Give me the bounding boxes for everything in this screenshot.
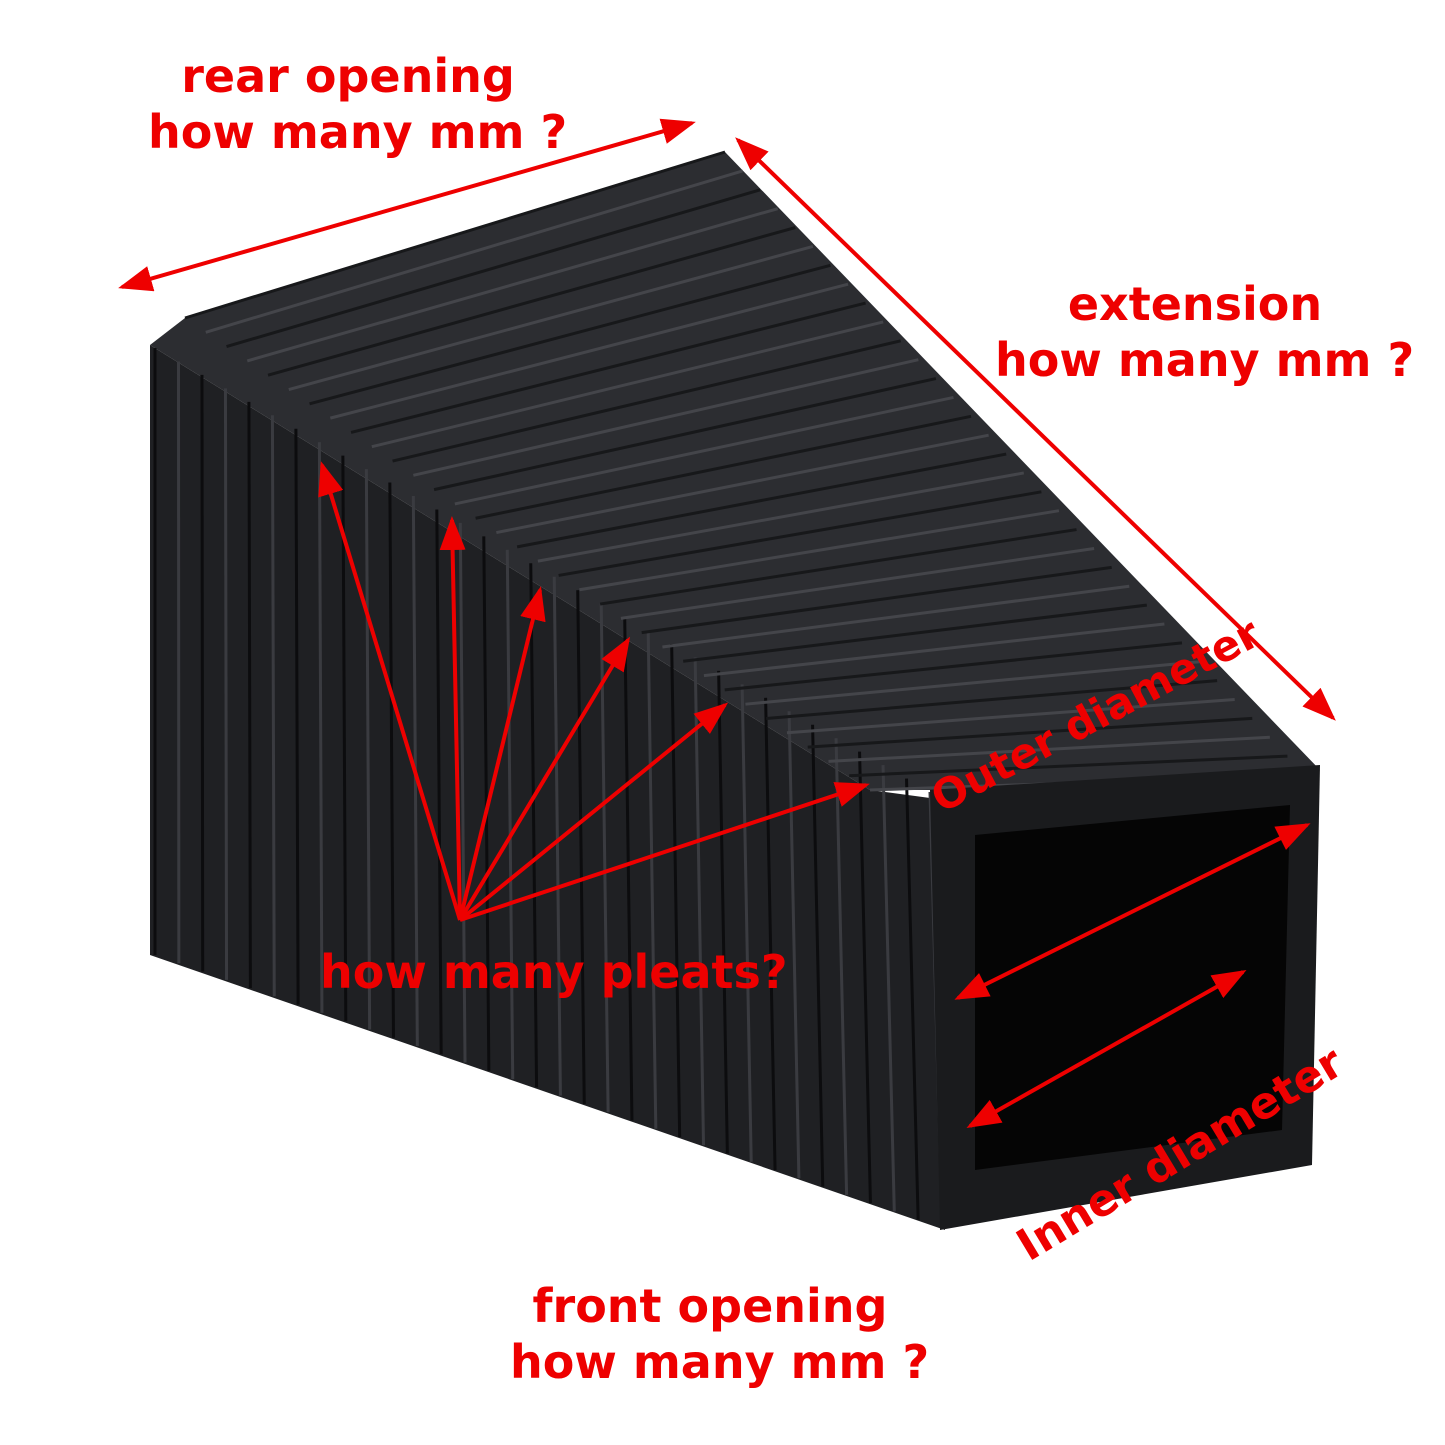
pleat-line bbox=[288, 244, 814, 391]
pleat-line bbox=[529, 563, 539, 1088]
pleat-line bbox=[270, 415, 276, 997]
rear-opening-line2: how many mm ? bbox=[148, 105, 568, 159]
pleat-line bbox=[717, 670, 729, 1154]
pleat-line bbox=[223, 388, 229, 980]
pleat-line bbox=[388, 482, 395, 1038]
pleat-line bbox=[364, 469, 372, 1030]
pleat-line bbox=[807, 716, 1253, 749]
front-opening-line2: how many mm ? bbox=[510, 1335, 930, 1389]
pleat-line bbox=[693, 657, 706, 1146]
extension-line1: extension bbox=[1067, 277, 1323, 331]
pleat-line bbox=[787, 711, 801, 1179]
pleat-line bbox=[828, 735, 1270, 763]
pleat-line bbox=[505, 549, 515, 1080]
inner-diameter-arrow bbox=[966, 970, 1247, 1128]
pleat-line bbox=[247, 401, 252, 989]
pleat-arrow-2 bbox=[439, 516, 466, 921]
extension-label: extension how many mm ? bbox=[995, 276, 1415, 388]
pleat-line bbox=[849, 754, 1288, 778]
rear-opening-label: rear opening how many mm ? bbox=[148, 48, 568, 160]
extension-line2: how many mm ? bbox=[995, 333, 1415, 387]
extension-arrow bbox=[735, 137, 1336, 721]
front-opening-label: front opening how many mm ? bbox=[510, 1278, 930, 1390]
outer-diameter-arrow bbox=[954, 823, 1311, 1000]
pleat-line bbox=[646, 630, 658, 1129]
pleat-arrow-4 bbox=[458, 636, 631, 922]
rear-opening-line1: rear opening bbox=[181, 49, 515, 103]
pleats-label: how many pleats? bbox=[320, 945, 788, 999]
pleat-line bbox=[200, 374, 205, 972]
pleat-line bbox=[764, 697, 777, 1171]
pleat-line bbox=[858, 751, 872, 1204]
pleat-line bbox=[834, 738, 849, 1195]
pleat-line bbox=[435, 509, 443, 1055]
pleat-line bbox=[599, 603, 610, 1113]
pleat-line bbox=[740, 684, 753, 1162]
pleat-line bbox=[881, 765, 896, 1212]
pleat-line bbox=[670, 643, 682, 1138]
pleat-arrow-3 bbox=[458, 586, 546, 921]
pleat-line bbox=[623, 617, 634, 1121]
bellows-side-face bbox=[150, 345, 945, 1230]
pleat-arrow-1 bbox=[318, 461, 462, 921]
front-opening-line1: front opening bbox=[532, 1279, 888, 1333]
pleat-line bbox=[905, 778, 920, 1220]
pleat-line bbox=[294, 428, 300, 1005]
pleat-line bbox=[267, 226, 796, 377]
rear-opening-arrow bbox=[118, 118, 696, 292]
pleat-arrow-5 bbox=[458, 702, 729, 922]
pleat-line bbox=[576, 590, 586, 1104]
pleat-line bbox=[317, 442, 324, 1013]
pleat-line bbox=[552, 576, 562, 1096]
pleat-line bbox=[341, 455, 348, 1022]
annotation-arrows bbox=[118, 118, 1336, 1128]
pleat-line bbox=[458, 522, 467, 1063]
pleat-arrow-6 bbox=[459, 782, 870, 922]
